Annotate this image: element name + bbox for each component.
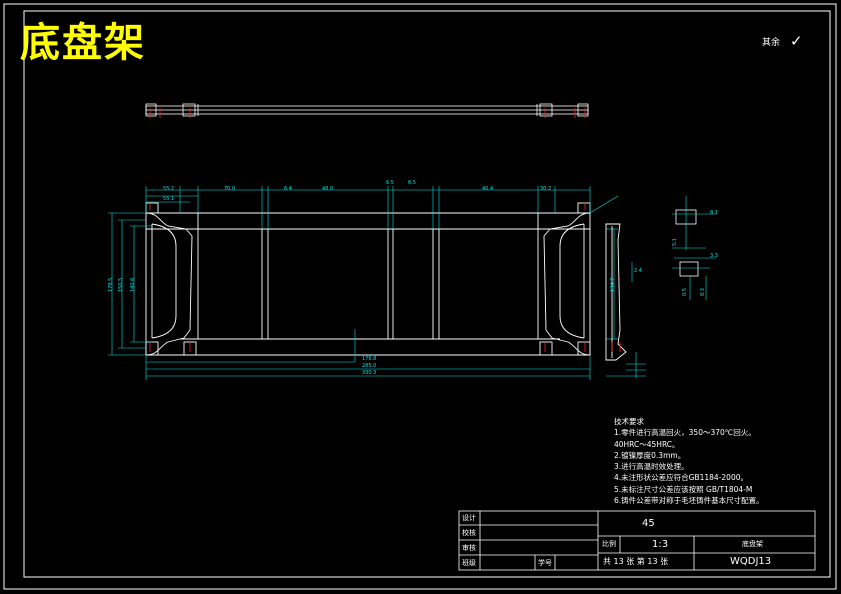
dimension-text: 40.4 <box>482 186 494 192</box>
dimension-text: 8.1 <box>710 210 718 216</box>
dimension-text: 30.2 <box>540 186 552 192</box>
technical-requirements: 技术要求 1.零件进行高温回火，350～370℃回火。 40HRC～45HRC。… <box>614 416 764 506</box>
dimension-text: 140.6 <box>130 277 136 292</box>
dimension-text: 0.5 <box>682 288 688 296</box>
dimension-text: 8.3 <box>700 288 706 296</box>
tech-req-item: 3.进行高温时效处理。 <box>614 462 689 472</box>
tb-scale: 1:3 <box>652 539 669 550</box>
dimension-text: 3.3 <box>710 253 718 259</box>
tech-req-item: 1.零件进行高温回火，350～370℃回火。 <box>614 428 756 438</box>
dimension-text: 134.7 <box>610 277 616 292</box>
title-block-grid <box>458 510 816 571</box>
dimension-text: 285.0 <box>362 363 377 369</box>
tech-req-item: 2.镀镍厚度0.3mm。 <box>614 450 686 460</box>
dimension-text: 6.5 <box>408 180 416 186</box>
dimension-text: 330.3 <box>362 370 377 376</box>
side-view <box>605 223 627 361</box>
roughness-check-icon: ✓ <box>790 32 803 50</box>
tb-row-label: 审核 <box>462 544 476 552</box>
tb-drawing-number: WQDJ13 <box>730 556 772 567</box>
tech-req-item: 6.铸件公差带对称于毛坯铸件基本尺寸配置。 <box>614 496 764 506</box>
tb-row-label: 设计 <box>462 514 476 522</box>
outer-frame <box>3 3 837 590</box>
side-view-dims <box>606 262 646 378</box>
dimension-lines <box>108 186 619 380</box>
top-view <box>145 103 589 117</box>
roughness-label: 其余 <box>762 38 781 48</box>
dimension-text: 5.1 <box>672 238 678 246</box>
tech-req-item: 5.未标注尺寸公差应该按照 GB/T1804-M <box>614 484 753 494</box>
tb-sheet: 共 13 张 第 13 张 <box>603 557 669 566</box>
dimension-text: 150.5 <box>118 277 124 292</box>
front-view <box>145 202 591 356</box>
tech-req-heading: 技术要求 <box>614 417 644 426</box>
dimension-text: 2.4 <box>634 268 642 274</box>
tb-row-label: 班级 <box>462 559 476 567</box>
dimension-text: 55.1 <box>163 196 175 202</box>
dimension-text: 55.2 <box>163 186 175 192</box>
detail-dims <box>672 196 716 300</box>
tb-material: 45 <box>642 518 655 529</box>
tb-row-label: 校核 <box>462 529 476 537</box>
dimension-text: 176.8 <box>362 356 377 362</box>
tb-part-name: 底盘架 <box>742 540 763 548</box>
tech-req-item: 4.未注形状公差应符合GB1184-2000。 <box>614 473 748 483</box>
inner-frame <box>23 10 831 578</box>
front-view-red-marks <box>149 203 586 352</box>
dimension-text: 179.5 <box>108 277 114 292</box>
dimension-text: 6.5 <box>386 180 394 186</box>
dimension-text: 6.4 <box>284 186 292 192</box>
tech-req-item: 40HRC～45HRC。 <box>614 439 680 449</box>
top-view-marks <box>149 108 586 118</box>
dimension-text: 48.0 <box>322 186 334 192</box>
detail-views <box>675 209 699 277</box>
tb-student-no-label: 学号 <box>538 559 552 567</box>
side-view-marks <box>611 342 621 352</box>
tb-scale-label: 比例 <box>602 540 616 548</box>
drawing-title: 底盘架 <box>20 20 146 66</box>
dimension-text: 70.0 <box>224 186 236 192</box>
